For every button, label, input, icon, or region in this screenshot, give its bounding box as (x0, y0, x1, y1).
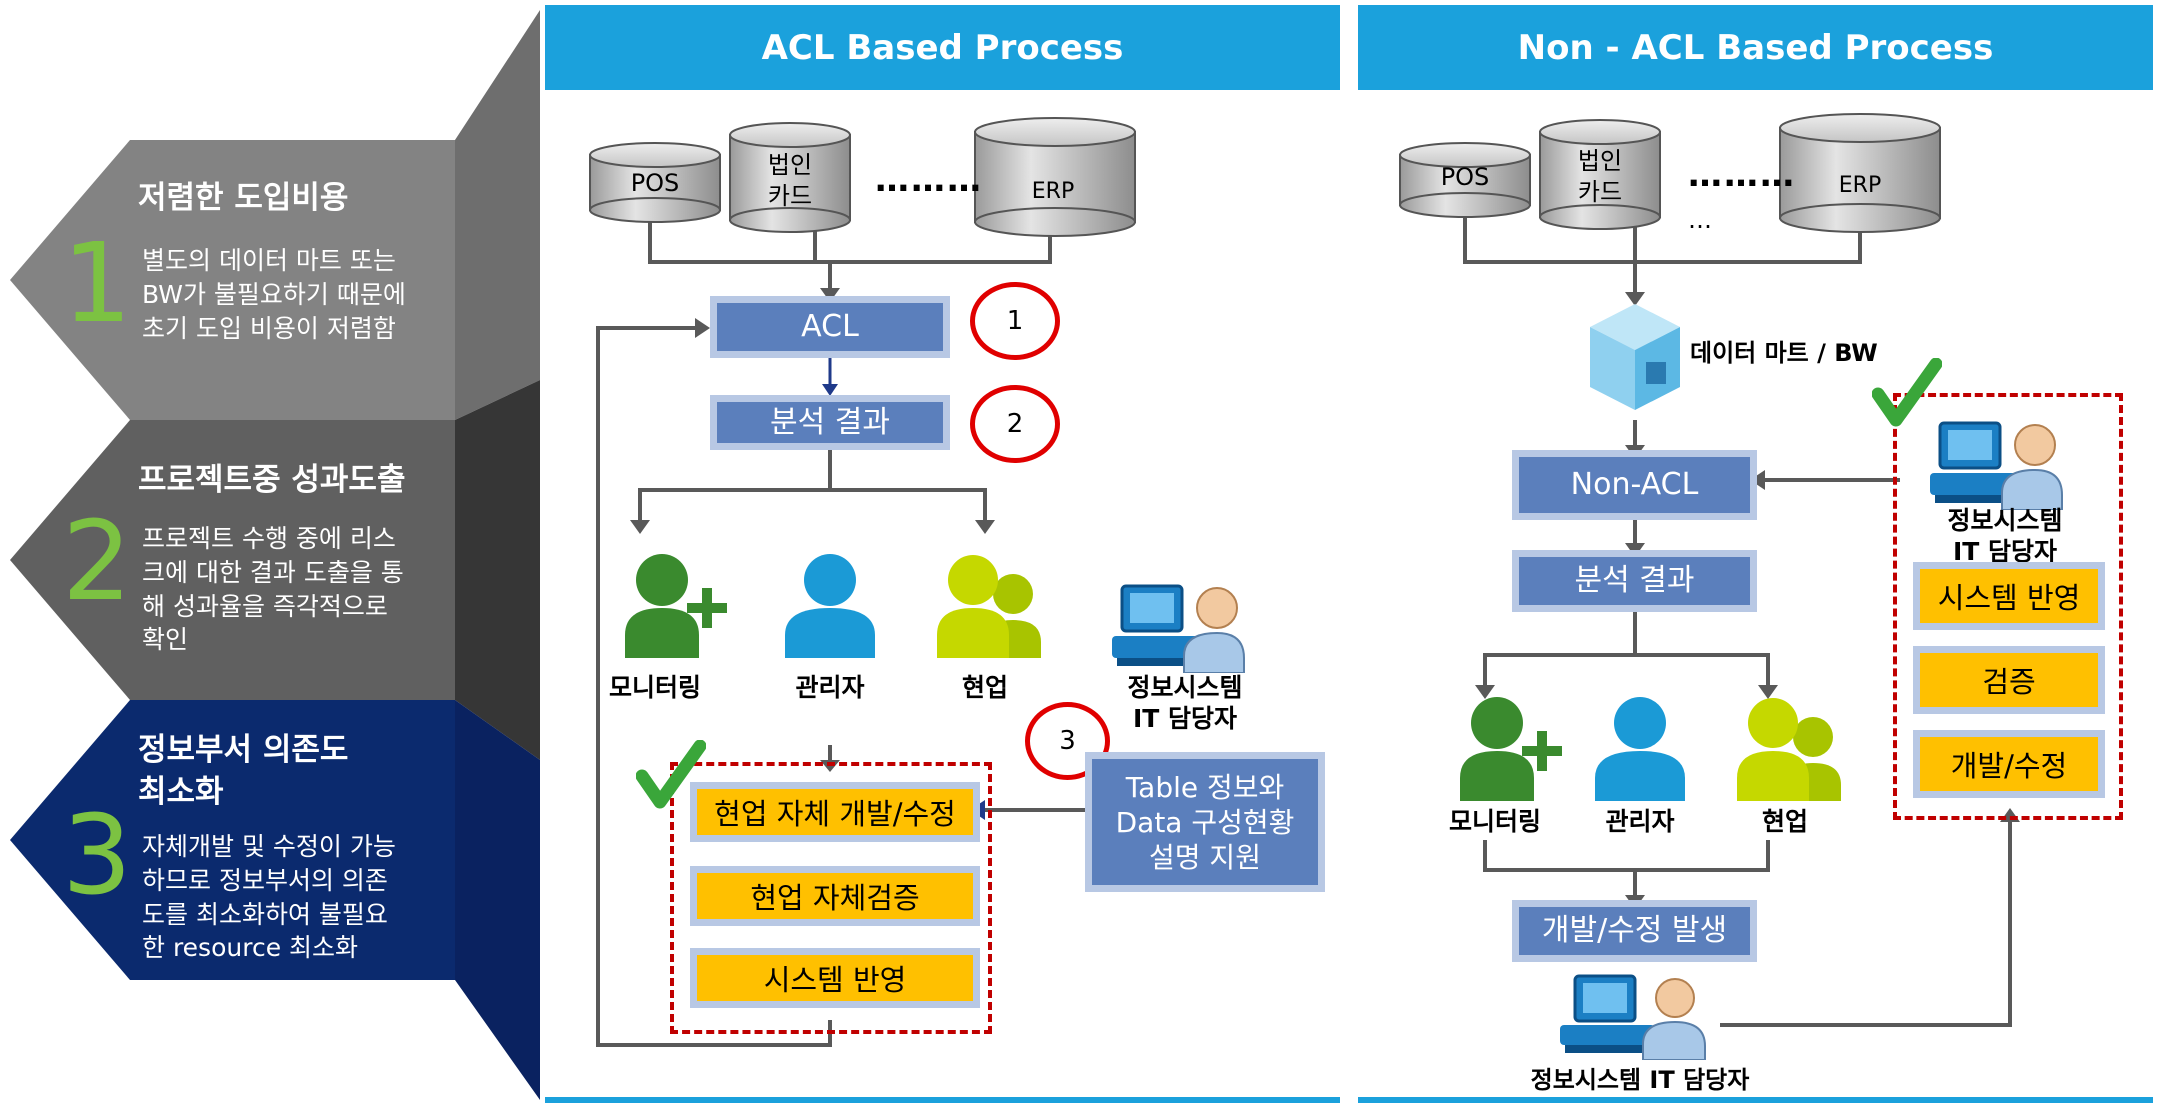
left-item-2-desc: 프로젝트 수행 중에 리스 크에 대한 결과 도출을 통 해 성과율을 즉각적으… (142, 522, 404, 657)
nonacl-db-pos-label: POS (1440, 163, 1490, 191)
left-item-3-title: 정보부서 의존도 최소화 (138, 730, 348, 814)
desc-line: 초기 도입 비용이 저렴함 (142, 313, 396, 343)
it-step-apply: 시스템 반영 (1913, 562, 2105, 630)
user-add-icon (1460, 697, 1562, 801)
nonacl-db-dots: ……… (1688, 155, 1796, 195)
acl-db-erp-label: ERP (1031, 179, 1075, 204)
table-line: Data 구성현황 (1115, 805, 1295, 839)
it-line: 정보시스템 (1127, 673, 1243, 702)
acl-db-card-label: 법인 카드 (760, 150, 820, 212)
nonacl-box: Non-ACL (1512, 450, 1757, 520)
checkmark-icon (1872, 358, 1942, 427)
acl-it-person-label: 정보시스템 IT 담당자 (1110, 672, 1260, 735)
acl-result-box: 분석 결과 (710, 395, 950, 450)
nonacl-it-group (1893, 393, 2123, 820)
desc-line: 별도의 데이터 마트 또는 (142, 246, 396, 275)
acl-step-verify: 현업 자체검증 (690, 866, 980, 926)
acl-field-label: 현업 (961, 673, 1008, 702)
nonacl-db-erp-label: ERP (1838, 173, 1882, 198)
left-item-1-number: 1 (62, 219, 132, 347)
acl-steps-group (670, 762, 992, 1034)
desc-line: 자체개발 및 수정이 가능 (142, 832, 396, 861)
checkmark-icon (636, 740, 706, 809)
nonacl-bottom-it-label: 정보시스템 IT 담당자 (1530, 1066, 1750, 1094)
title-line: 정보부서 의존도 (138, 732, 349, 768)
nonacl-monitoring-label: 모니터링 (1448, 807, 1541, 836)
left-item-2-number: 2 (62, 497, 132, 625)
database-icon (589, 142, 721, 223)
nonacl-db-card-label: 법인 카드 (1570, 146, 1630, 208)
acl-step-apply: 시스템 반영 (690, 948, 980, 1008)
user-add-icon (625, 554, 727, 658)
left-item-1-title: 저렴한 도입비용 (138, 180, 349, 216)
computer-user-icon (1930, 421, 2063, 510)
database-icon (729, 122, 851, 233)
database-icon (1779, 113, 1941, 233)
left-item-2-title: 프로젝트중 성과도출 (138, 462, 406, 498)
acl-db-dots: ……… (875, 160, 983, 200)
acl-db-pos-label: POS (630, 169, 680, 197)
acl-header: ACL Based Process (545, 5, 1340, 90)
table-line: Table 정보와 (1125, 770, 1285, 804)
card-line: 카드 (767, 182, 813, 211)
card-line: 법인 (767, 151, 813, 179)
step-circle-1: 1 (970, 282, 1060, 360)
desc-line: 하므로 정보부서의 의존 (142, 865, 388, 895)
package-icon (1590, 304, 1680, 410)
it-step-verify: 검증 (1913, 646, 2105, 714)
database-icon (1539, 119, 1661, 230)
data-mart-label: 데이터 마트 / BW (1690, 339, 1878, 367)
acl-box: ACL (710, 296, 950, 358)
desc-line: 해 성과율을 즉각적으로 (142, 591, 388, 621)
title-line: 최소화 (138, 773, 224, 810)
acl-manager-label: 관리자 (795, 673, 865, 702)
card-line: 법인 (1577, 147, 1623, 175)
card-line: 카드 (1577, 178, 1623, 207)
users-icon (937, 555, 1041, 658)
nonacl-occur-box: 개발/수정 발생 (1512, 900, 1757, 962)
computer-user-icon (1112, 584, 1245, 673)
nonacl-it-person-label: 정보시스템 IT 담당자 (1925, 505, 2085, 568)
user-icon (785, 554, 875, 658)
nonacl-field-label: 현업 (1761, 807, 1808, 836)
desc-line: BW가 불필요하기 때문에 (142, 279, 406, 309)
nonacl-header: Non - ACL Based Process (1358, 5, 2153, 90)
nonacl-db-small-dots: … (1688, 206, 1712, 234)
user-icon (1595, 697, 1685, 801)
it-line: 정보시스템 (1947, 506, 2063, 535)
table-line: 설명 지원 (1149, 840, 1261, 874)
desc-line: 크에 대한 결과 도출을 통 (142, 557, 404, 587)
left-item-1-desc: 별도의 데이터 마트 또는 BW가 불필요하기 때문에 초기 도입 비용이 저렴… (142, 244, 406, 345)
nonacl-result-box: 분석 결과 (1512, 550, 1757, 612)
desc-line: 확인 (142, 625, 189, 655)
acl-database-group (589, 117, 1136, 237)
it-line: IT 담당자 (1952, 537, 2058, 567)
desc-line: 한 resource 최소화 (142, 933, 359, 963)
nonacl-database-group (1399, 113, 1941, 233)
desc-line: 프로젝트 수행 중에 리스 (142, 524, 396, 553)
acl-monitoring-label: 모니터링 (608, 673, 701, 702)
users-icon (1737, 698, 1841, 801)
it-line: IT 담당자 (1132, 704, 1238, 734)
computer-user-icon (1560, 974, 1706, 1060)
step-circle-2: 2 (970, 385, 1060, 463)
database-icon (974, 117, 1136, 237)
database-icon (1399, 142, 1531, 218)
desc-line: 도를 최소화하여 불필요 (142, 899, 388, 929)
left-item-3-number: 3 (62, 791, 132, 919)
it-step-develop: 개발/수정 (1913, 730, 2105, 798)
nonacl-manager-label: 관리자 (1605, 807, 1675, 836)
table-support-box: Table 정보와 Data 구성현황 설명 지원 (1085, 752, 1325, 892)
acl-step-develop: 현업 자체 개발/수정 (690, 782, 980, 842)
left-item-3-desc: 자체개발 및 수정이 가능 하므로 정보부서의 의존 도를 최소화하여 불필요 … (142, 830, 396, 965)
